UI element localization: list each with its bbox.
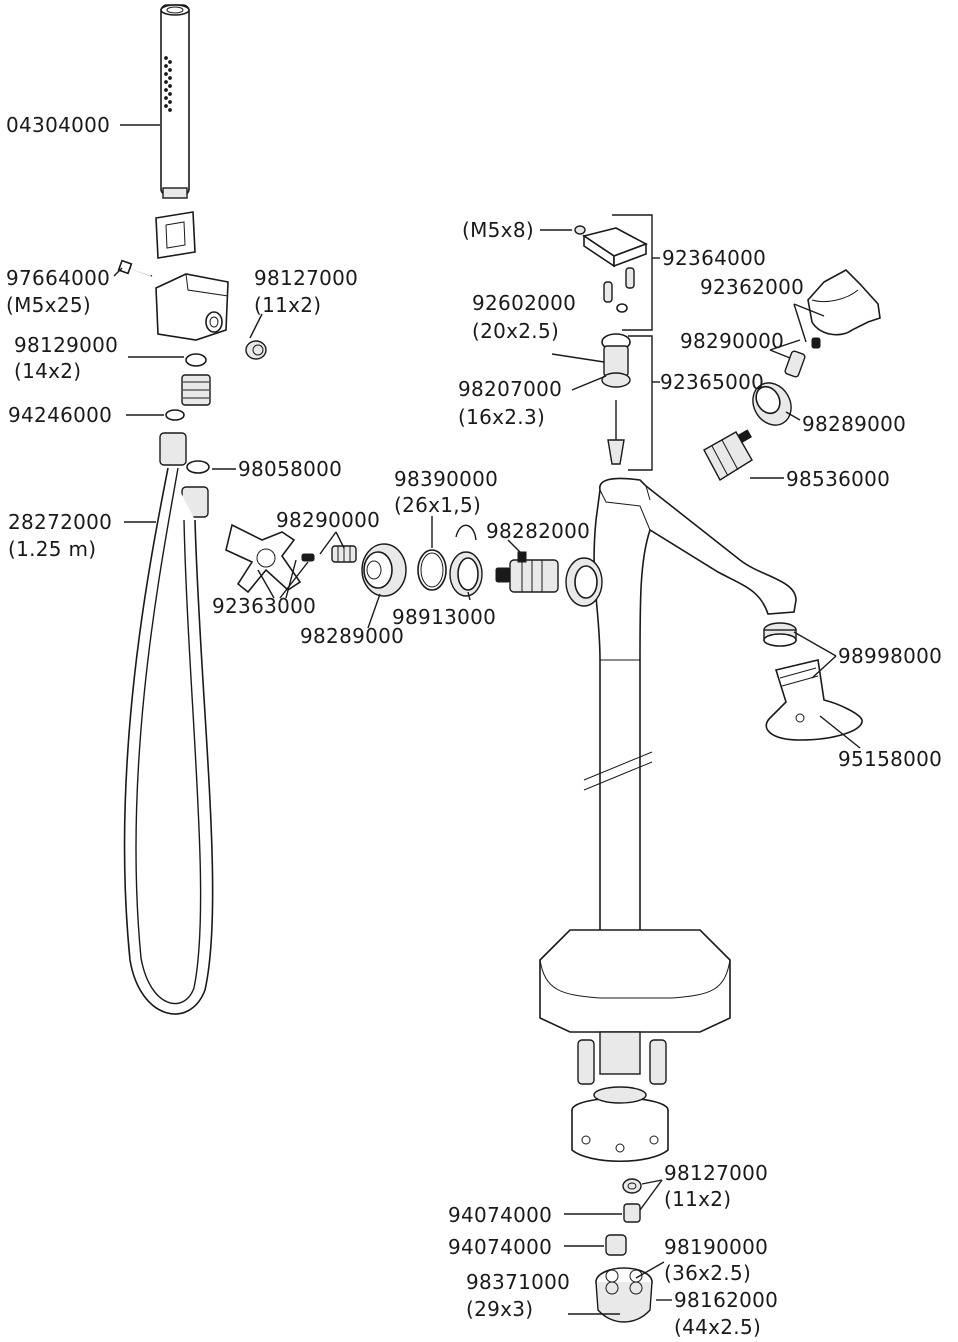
aerator-drawing bbox=[763, 622, 797, 647]
label-04304000: 04304000 bbox=[6, 113, 110, 137]
base-plate-drawing bbox=[539, 929, 731, 1075]
grub-screw-left-drawing bbox=[301, 545, 357, 563]
label-36x2-5: (36x2.5) bbox=[664, 1261, 751, 1285]
mounting-flange-drawing bbox=[571, 1086, 669, 1162]
connector-drawing bbox=[181, 374, 211, 406]
label-14x2: (14x2) bbox=[14, 359, 81, 383]
cap-set-drawing bbox=[574, 225, 648, 313]
label-29x3: (29x3) bbox=[466, 1297, 533, 1321]
label-98162000: 98162000 bbox=[674, 1288, 778, 1312]
label-1-25m: (1.25 m) bbox=[8, 537, 96, 561]
lever-handle-drawing bbox=[807, 269, 881, 336]
label-16x2-3: (16x2.3) bbox=[458, 405, 545, 429]
label-92364000: 92364000 bbox=[662, 246, 766, 270]
label-98998000: 98998000 bbox=[838, 644, 942, 668]
oring-14x2-drawing bbox=[185, 353, 207, 367]
label-98207000: 98207000 bbox=[458, 377, 562, 401]
label-98289000-left: 98289000 bbox=[300, 624, 404, 648]
adapter-right-drawing bbox=[752, 382, 792, 426]
label-92363000: 92363000 bbox=[212, 594, 316, 618]
holder-clip-drawing bbox=[155, 211, 196, 259]
cartridge-right-drawing bbox=[703, 429, 753, 481]
label-98129000: 98129000 bbox=[14, 333, 118, 357]
extension-set-drawing bbox=[601, 333, 631, 465]
label-98282000: 98282000 bbox=[486, 519, 590, 543]
wall-holder-drawing bbox=[155, 273, 229, 341]
label-98390000: 98390000 bbox=[394, 467, 498, 491]
hand-shower-drawing bbox=[160, 4, 190, 199]
oring-11x2-top-drawing bbox=[245, 340, 267, 360]
screw-drawing bbox=[117, 259, 153, 277]
label-11x2-top: (11x2) bbox=[254, 293, 321, 317]
shower-hose-drawing bbox=[123, 432, 214, 1015]
label-94074000-second: 94074000 bbox=[448, 1235, 552, 1259]
label-98290000-right: 98290000 bbox=[680, 329, 784, 353]
leader-lines bbox=[113, 124, 861, 1315]
bottom-parts-drawing bbox=[595, 1178, 653, 1323]
label-98058000: 98058000 bbox=[238, 457, 342, 481]
label-44x2-5: (44x2.5) bbox=[674, 1315, 761, 1339]
label-28272000: 28272000 bbox=[8, 510, 112, 534]
mounting-bolts-drawing bbox=[577, 1039, 667, 1085]
label-97664000: 97664000 bbox=[6, 266, 110, 290]
label-98127000-top: 98127000 bbox=[254, 266, 358, 290]
label-98290000-left: 98290000 bbox=[276, 508, 380, 532]
oring-26x1-5-drawing bbox=[417, 549, 447, 591]
label-94246000: 94246000 bbox=[8, 403, 112, 427]
part-labels: 04304000 97664000 (M5x25) 98127000 (11x2… bbox=[6, 113, 942, 1339]
label-98913000: 98913000 bbox=[392, 605, 496, 629]
cartridge-left-drawing bbox=[495, 551, 559, 593]
label-98190000: 98190000 bbox=[664, 1235, 768, 1259]
adapter-left-drawing bbox=[361, 543, 407, 597]
label-20x2-5: (20x2.5) bbox=[472, 319, 559, 343]
label-95158000: 95158000 bbox=[838, 747, 942, 771]
label-92362000: 92362000 bbox=[700, 275, 804, 299]
aerator-key-drawing bbox=[765, 659, 863, 741]
washer-drawing bbox=[165, 409, 185, 421]
label-m5x25: (M5x25) bbox=[6, 293, 91, 317]
cross-handle-drawing bbox=[225, 523, 302, 594]
label-26x1-5: (26x1,5) bbox=[394, 493, 481, 517]
sleeve-drawing bbox=[449, 524, 483, 597]
label-98371000: 98371000 bbox=[466, 1270, 570, 1294]
label-92365000: 92365000 bbox=[660, 370, 764, 394]
label-11x2-bottom: (11x2) bbox=[664, 1187, 731, 1211]
label-92602000: 92602000 bbox=[472, 291, 576, 315]
label-m5x8: (M5x8) bbox=[462, 218, 534, 242]
label-98289000-right: 98289000 bbox=[802, 412, 906, 436]
label-98536000: 98536000 bbox=[786, 467, 890, 491]
label-98127000-bottom: 98127000 bbox=[664, 1161, 768, 1185]
label-94074000-first: 94074000 bbox=[448, 1203, 552, 1227]
